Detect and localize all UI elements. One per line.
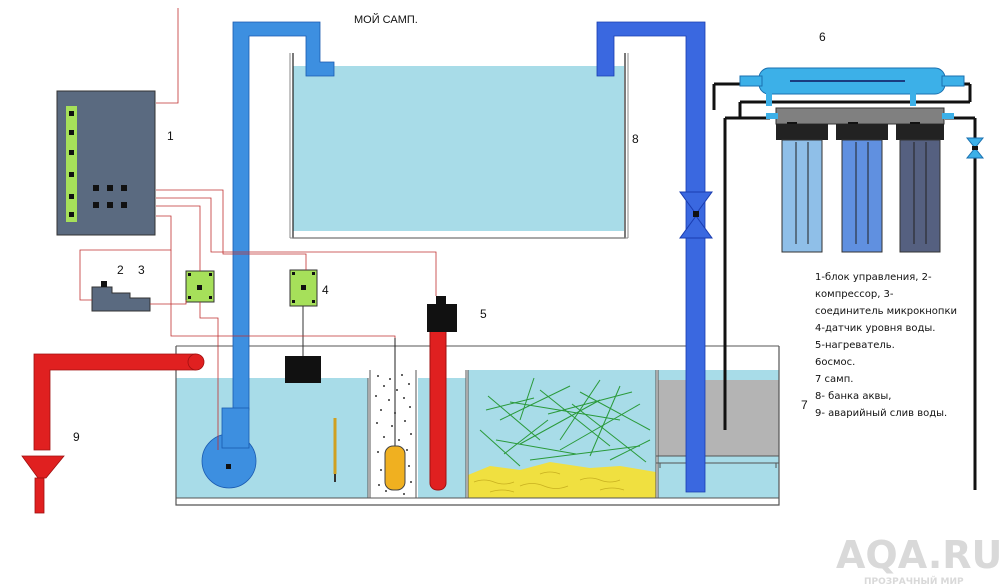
legend: 1-блок управления, 2- компрессор, 3- сое… bbox=[815, 272, 957, 419]
aquarium-tank bbox=[289, 53, 629, 239]
label-8: 8 bbox=[632, 132, 639, 146]
watermark-tagline: ПРОЗРАЧНЫЙ МИР bbox=[864, 575, 964, 587]
level-sensor bbox=[285, 269, 321, 383]
label-9: 9 bbox=[73, 430, 80, 444]
legend-line-9: 9- аварийный слив воды. bbox=[815, 408, 947, 419]
pump-center bbox=[226, 464, 231, 469]
legend-line-7: 7 самп. bbox=[815, 374, 853, 385]
legend-line-2: компрессор, 3- bbox=[815, 289, 894, 300]
overflow-pipe bbox=[596, 21, 706, 493]
sand-texture bbox=[473, 471, 625, 493]
float-switch bbox=[384, 445, 406, 491]
legend-line-1: 1-блок управления, 2- bbox=[815, 272, 932, 283]
label-2: 2 bbox=[117, 263, 124, 277]
label-1: 1 bbox=[167, 129, 174, 143]
watermark-brand: AQA.RU bbox=[836, 533, 1000, 577]
ro-filter bbox=[712, 67, 985, 490]
emergency-drain bbox=[21, 353, 205, 514]
label-4: 4 bbox=[322, 283, 329, 297]
legend-line-3: соединитель микрокнопки bbox=[815, 306, 957, 317]
connector bbox=[185, 270, 215, 303]
sump-tank bbox=[175, 338, 780, 506]
watermark: AQA.RU ПРОЗРАЧНЫЙ МИР bbox=[836, 533, 1000, 587]
legend-line-8: 8- банка аквы, bbox=[815, 391, 891, 402]
valve-8 bbox=[679, 191, 713, 239]
label-3: 3 bbox=[138, 263, 145, 277]
return-pipe bbox=[201, 21, 335, 489]
legend-line-5: 5-нагреватель. bbox=[815, 340, 895, 351]
legend-line-6: 6осмос. bbox=[815, 357, 855, 368]
algae-filter bbox=[479, 377, 651, 467]
heater bbox=[427, 296, 457, 491]
diagram-title: МОЙ САМП. bbox=[354, 13, 418, 26]
control-block bbox=[56, 90, 156, 236]
bubble-column bbox=[375, 374, 412, 495]
label-7: 7 bbox=[801, 398, 808, 412]
legend-line-4: 4-датчик уровня воды. bbox=[815, 323, 935, 334]
compressor bbox=[91, 281, 151, 312]
label-6: 6 bbox=[819, 30, 826, 44]
label-5: 5 bbox=[480, 307, 487, 321]
wires bbox=[79, 8, 437, 450]
